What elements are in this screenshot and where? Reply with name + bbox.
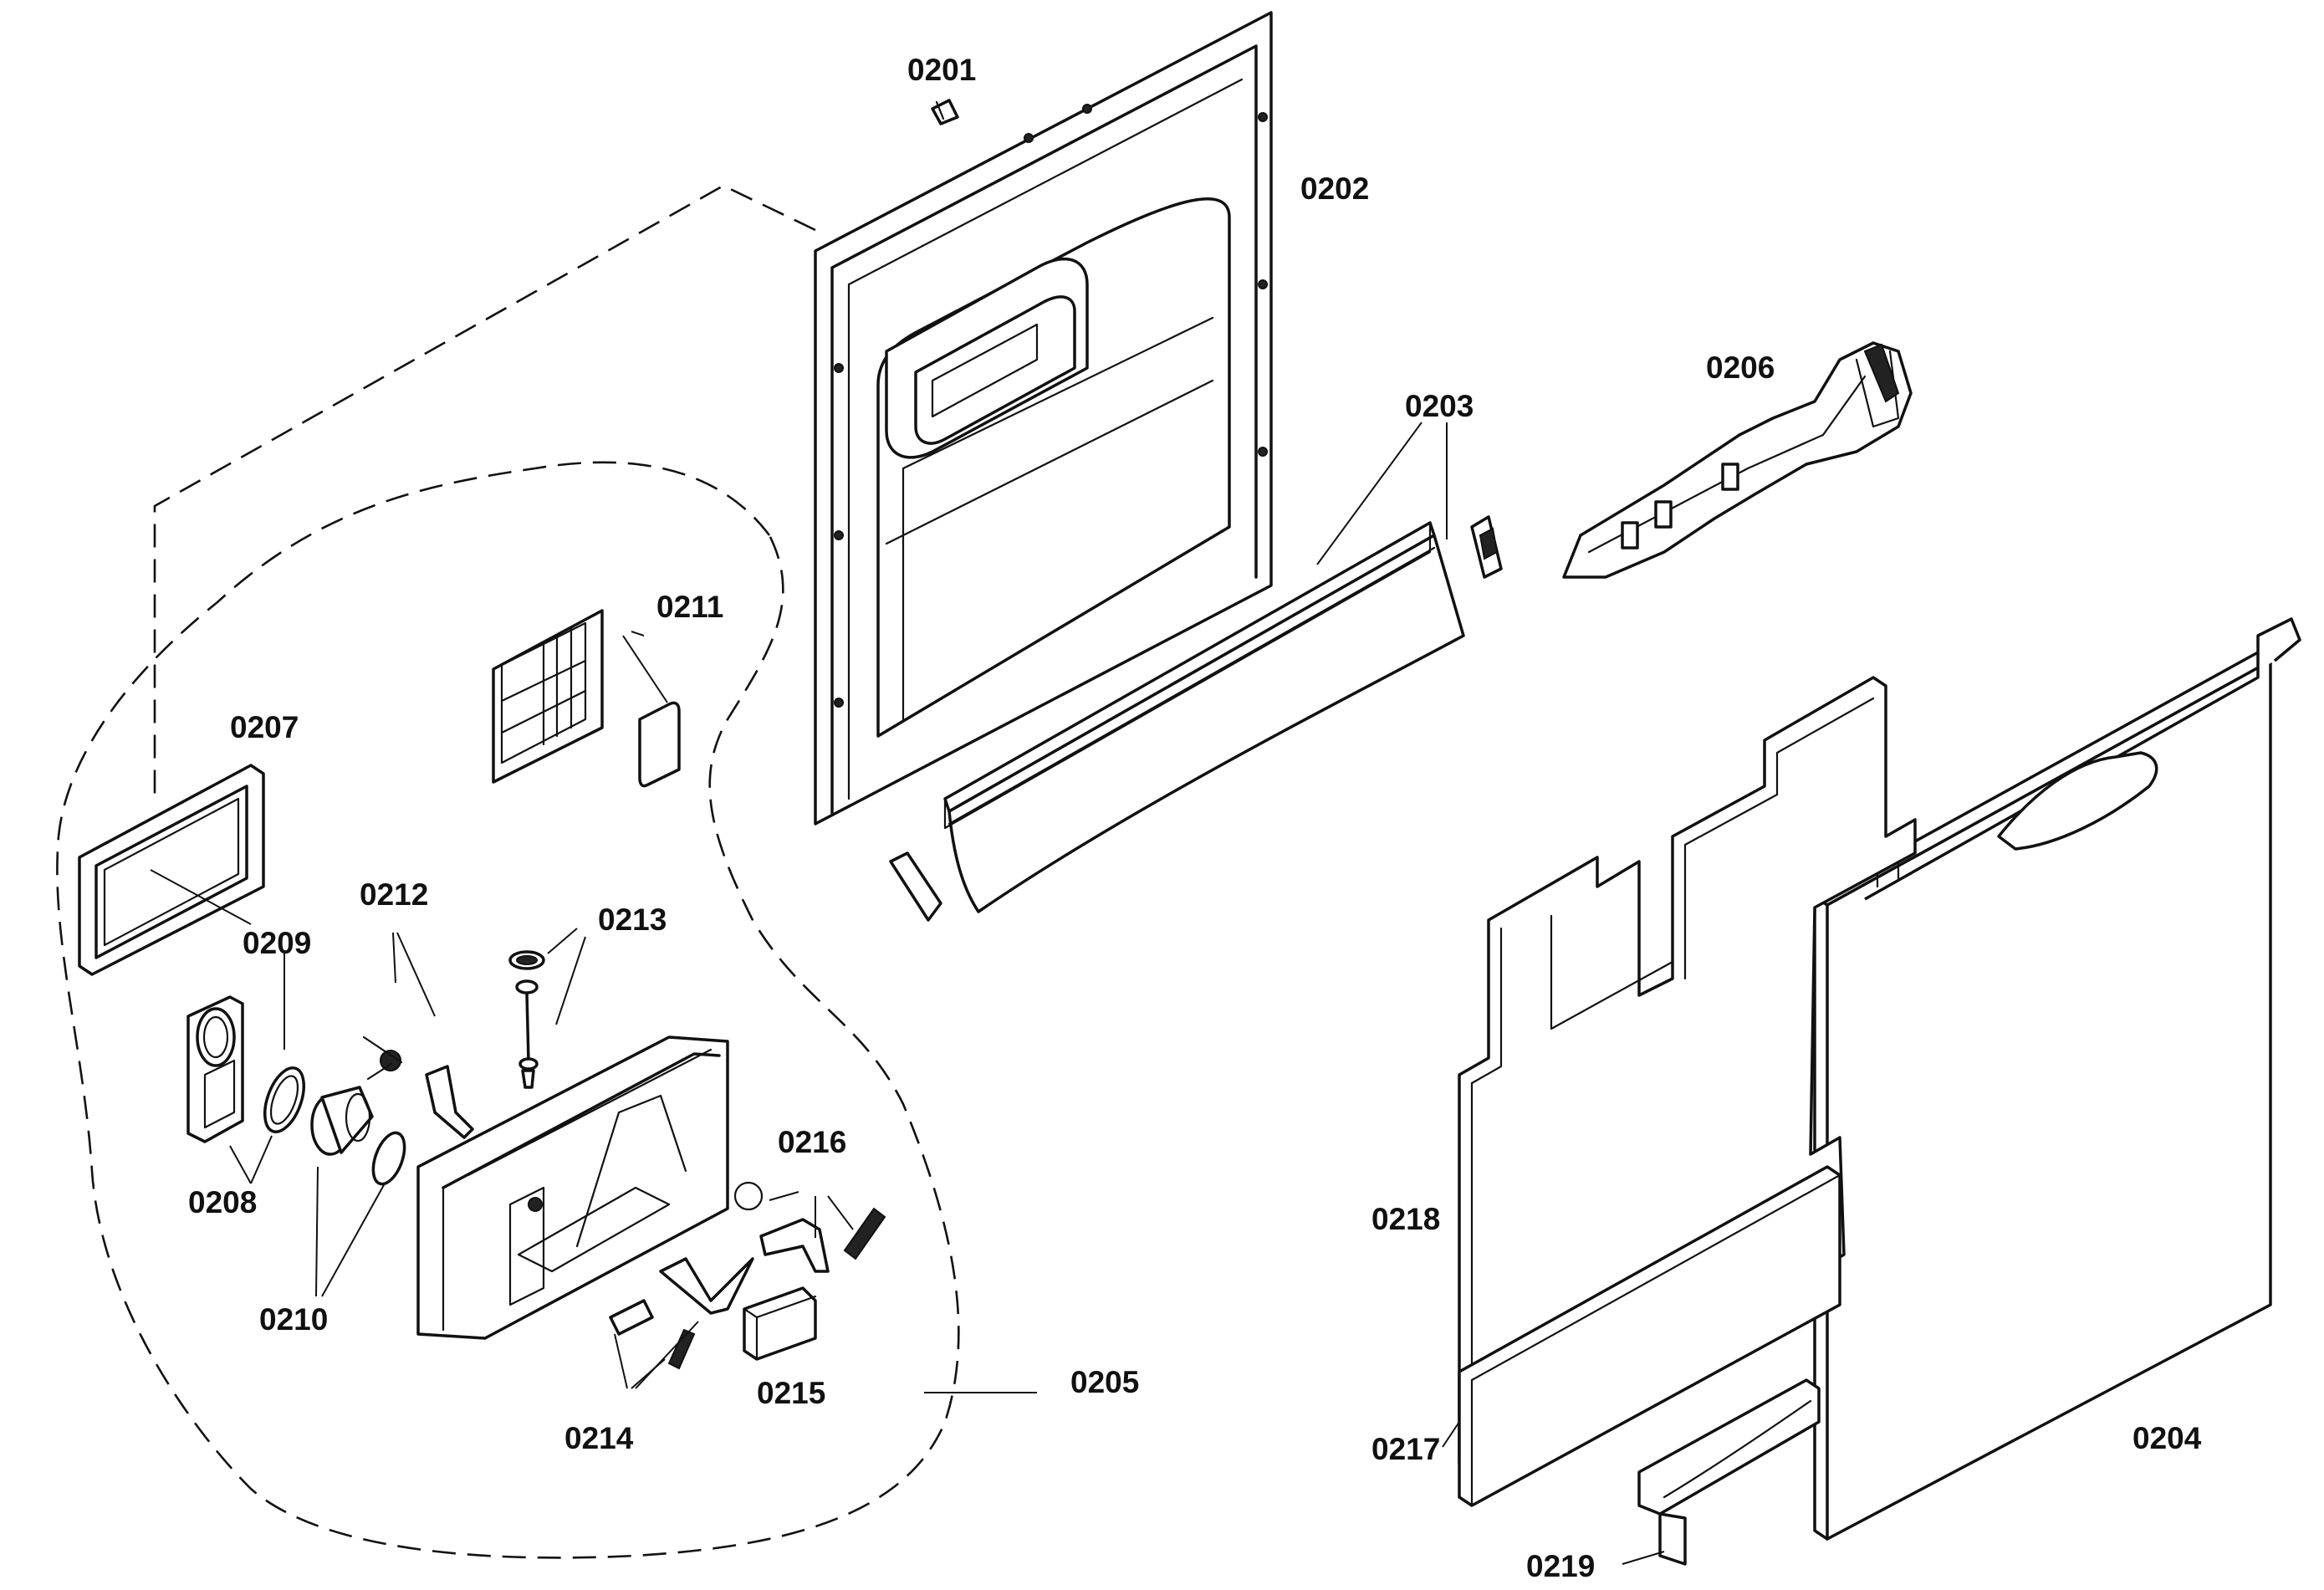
dispenser-cover-0211: [492, 609, 681, 788]
label-0212: 0212: [360, 877, 428, 912]
label-0206: 0206: [1706, 350, 1775, 385]
leader-lines: [150, 422, 1665, 1565]
dispenser-housing-0205: [416, 1035, 729, 1340]
switch-0215: [743, 1286, 817, 1361]
label-0202: 0202: [1300, 171, 1369, 206]
label-0209: 0209: [243, 926, 311, 960]
spring-lever-0212: [362, 1035, 474, 1139]
assembly-0205-outline: [56, 461, 960, 1559]
label-0213: 0213: [598, 902, 667, 937]
part-labels: 0201 0202 0203 0204 0205 0206 0207 0208 …: [188, 53, 2202, 1583]
knob-0210: [310, 1086, 406, 1186]
outer-door-panel-0204: [1813, 617, 2301, 1541]
pin-0213: [508, 950, 545, 1089]
label-0205: 0205: [1070, 1365, 1139, 1399]
projection-line-upper: [153, 184, 816, 803]
label-0214: 0214: [564, 1421, 634, 1455]
springs-0214: [609, 1257, 754, 1370]
lever-0216: [733, 1181, 886, 1273]
label-0203: 0203: [1405, 389, 1474, 423]
label-0204: 0204: [2132, 1421, 2202, 1455]
hinge-bracket-0206: [1562, 341, 1913, 579]
screw-0201: [931, 99, 959, 125]
label-0216: 0216: [778, 1125, 846, 1159]
label-0201: 0201: [907, 53, 976, 87]
label-0217: 0217: [1371, 1432, 1440, 1466]
label-0215: 0215: [757, 1376, 825, 1410]
trim-clip-0219: [1637, 1378, 1821, 1566]
label-0208: 0208: [188, 1185, 257, 1219]
label-0218: 0218: [1371, 1202, 1440, 1236]
label-0219: 0219: [1526, 1549, 1595, 1583]
ring-seal-0209: [263, 1066, 305, 1133]
insulation-strip-0217: [1458, 1165, 1841, 1507]
gasket-0207: [78, 764, 265, 976]
label-0210: 0210: [259, 1302, 328, 1337]
inner-door-panel-0202: [814, 11, 1273, 826]
bottom-trim-0203: [889, 515, 1503, 922]
label-0211: 0211: [656, 590, 723, 624]
lid-0208: [186, 995, 244, 1143]
label-0207: 0207: [230, 710, 299, 744]
